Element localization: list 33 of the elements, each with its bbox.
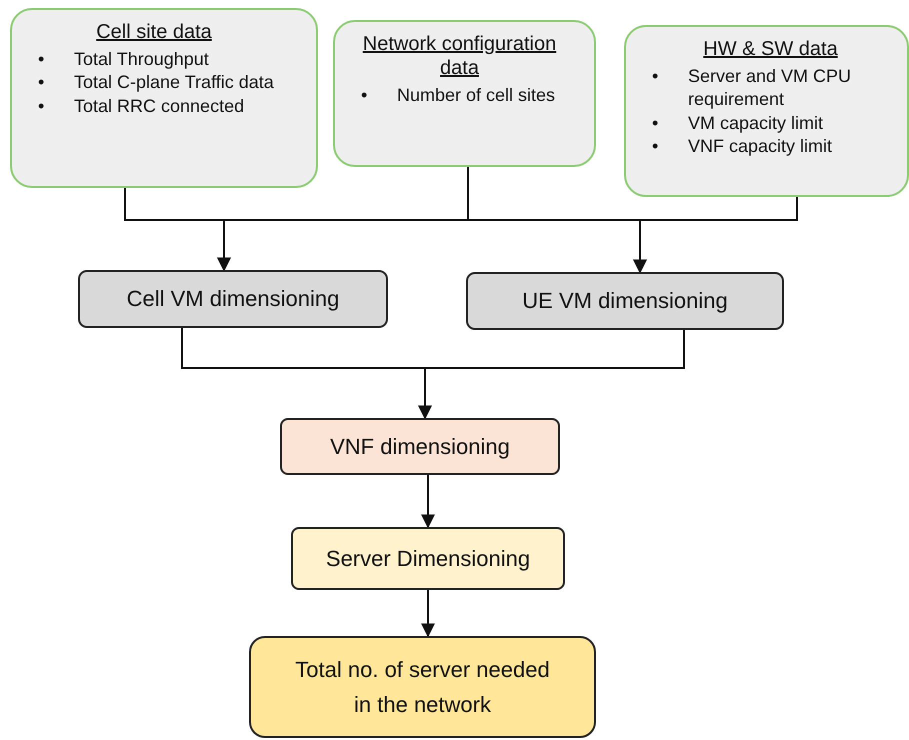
arrow: [421, 475, 435, 528]
box-label: Cell VM dimensioning: [126, 285, 340, 314]
arrow: [418, 330, 685, 420]
data-input-box: [624, 25, 909, 197]
process-box: [249, 636, 596, 738]
box-heading: Network configuration data: [362, 32, 558, 80]
bullet-marker: •: [38, 94, 46, 118]
bullet-item: VM capacity limit: [688, 112, 824, 135]
box-heading: Cell site data: [95, 20, 213, 44]
data-input-box: [10, 8, 318, 188]
bullet-marker: •: [38, 71, 46, 94]
process-box: [291, 527, 565, 590]
bullet-marker: •: [652, 112, 660, 135]
bullet-item: Total C-plane Traffic data: [74, 71, 274, 94]
process-box: [466, 272, 784, 330]
box-label: UE VM dimensioning: [521, 287, 729, 316]
bullet-item: Total RRC connected: [74, 94, 244, 118]
box-heading: HW & SW data: [702, 37, 839, 61]
bullet-marker: •: [652, 65, 660, 88]
bullet-item: Number of cell sites: [397, 84, 556, 107]
bullet-marker: •: [38, 48, 46, 71]
bullet-item: VNF capacity limit: [688, 135, 832, 158]
arrow: [421, 590, 435, 638]
process-box: [280, 418, 560, 475]
bullet-item: Server and VM CPU requirement: [688, 65, 852, 112]
process-box: [78, 270, 388, 328]
box-label: Total no. of server needed in the network: [294, 656, 551, 719]
bullet-marker: •: [361, 84, 368, 107]
box-label: VNF dimensioning: [329, 432, 511, 461]
bullet-marker: •: [652, 135, 660, 158]
bullet-item: Total Throughput: [74, 48, 209, 71]
data-input-box: [333, 20, 596, 167]
box-label: Server Dimensioning: [324, 544, 532, 573]
